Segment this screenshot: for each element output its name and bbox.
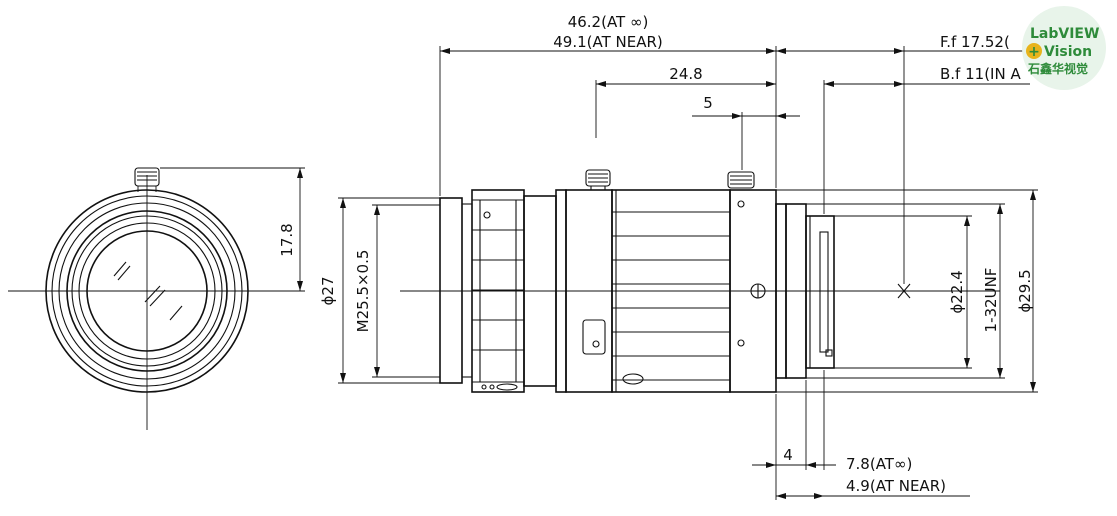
flange-focal-label: F.f 17.52(: [940, 33, 1010, 51]
rear-protrusion-inf-label: 7.8(AT∞): [846, 455, 912, 473]
outer-diameter-label: ϕ27: [319, 277, 337, 306]
watermark-line3: 石鑫华视觉: [1027, 61, 1088, 76]
watermark-circle: [1022, 6, 1106, 90]
knob-height-label: 17.8: [278, 223, 296, 256]
back-focal-label: B.f 11(IN A: [940, 65, 1021, 83]
plus-icon: [1026, 43, 1042, 59]
watermark-line1: LabVIEW: [1030, 26, 1099, 42]
mount-thread-label: 1-32UNF: [982, 268, 1000, 333]
side-view: ϕ27 M25.5×0.5: [319, 13, 1038, 500]
watermark-line2: Vision: [1044, 44, 1092, 60]
total-length-near-label: 49.1(AT NEAR): [553, 33, 663, 51]
labview-vision-watermark: LabVIEW + Vision 石鑫华视觉: [1022, 6, 1106, 90]
rear-protrusion-near-label: 4.9(AT NEAR): [846, 477, 946, 495]
ring-offset-label: 5: [703, 94, 713, 112]
rear-diameter-label: ϕ22.4: [948, 270, 966, 313]
body-length-label: 24.8: [669, 65, 702, 83]
filter-thread-label: M25.5×0.5: [354, 250, 372, 333]
flange-diameter-label: ϕ29.5: [1016, 269, 1034, 312]
svg-text:+: +: [1028, 44, 1040, 60]
front-view: 17.8: [8, 167, 305, 430]
flange-thickness-label: 4: [783, 446, 793, 464]
total-length-inf-label: 46.2(AT ∞): [568, 13, 649, 31]
